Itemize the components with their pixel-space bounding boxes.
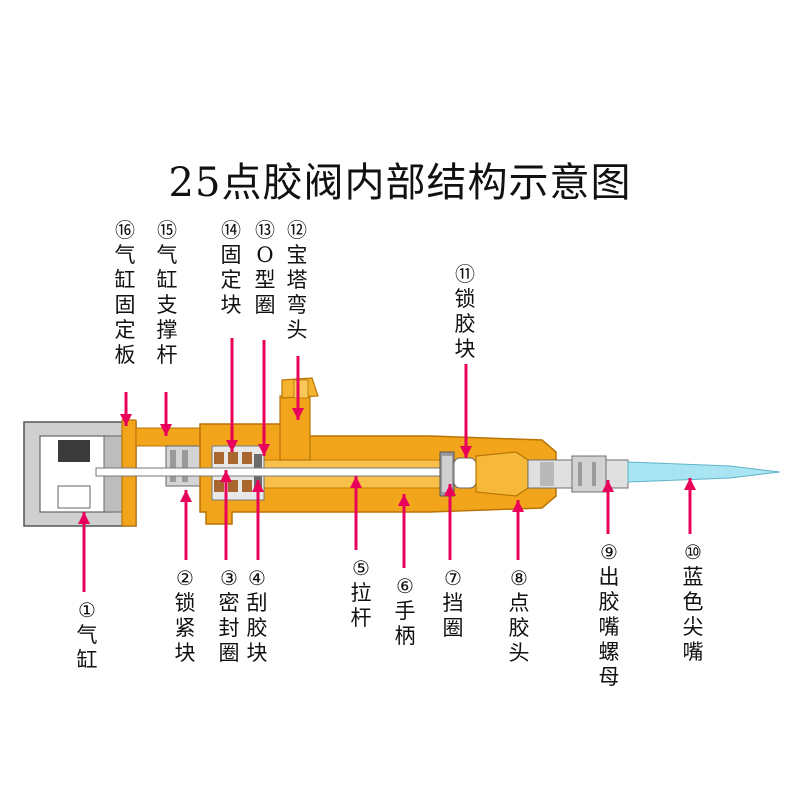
- pull-rod: [95, 467, 457, 477]
- label-15: ⑮ 气缸支撑杆: [156, 218, 178, 367]
- label-5: ⑤ 拉杆: [350, 556, 372, 630]
- diagram-title: 25点胶阀内部结构示意图: [168, 160, 632, 206]
- pointer-arrowhead-13: [258, 444, 270, 456]
- label-11: ⑪ 锁胶块: [454, 262, 476, 361]
- pointer-arrowhead-7: [444, 484, 456, 496]
- label-10: ⑩ 蓝色尖嘴: [682, 540, 704, 664]
- seal-rings: [214, 452, 252, 492]
- label-4: ④ 刮胶块: [246, 566, 268, 665]
- dispensing-head: [475, 451, 529, 497]
- glue-lock-block: [453, 457, 477, 489]
- pointer-arrowhead-3: [220, 470, 232, 482]
- pointer-arrowhead-15: [160, 424, 172, 436]
- label-3: ③ 密封圈: [218, 566, 240, 665]
- pointer-arrowhead-1: [78, 512, 90, 524]
- label-7: ⑦ 挡圈: [442, 566, 464, 640]
- pointer-arrowhead-9: [602, 480, 614, 492]
- label-9: ⑨ 出胶嘴螺母: [598, 540, 620, 689]
- pointer-arrowhead-11: [460, 446, 472, 458]
- label-6: ⑥ 手柄: [394, 574, 416, 648]
- label-2: ② 锁紧块: [174, 566, 196, 665]
- barb-elbow: [279, 377, 319, 461]
- pointer-arrowhead-2: [180, 490, 192, 502]
- label-8: ⑧ 点胶头: [508, 566, 530, 665]
- label-1: ① 气缸: [76, 598, 98, 672]
- pointer-arrows: [78, 338, 696, 592]
- pointer-arrowhead-8: [512, 500, 524, 512]
- label-12: ⑫ 宝塔弯头: [286, 218, 308, 342]
- lock-block: [165, 445, 203, 487]
- pointer-arrowhead-10: [684, 478, 696, 490]
- pointer-arrowhead-14: [226, 440, 238, 452]
- outlet-nozzle-nut: [527, 455, 629, 493]
- label-16: ⑯ 气缸固定板: [114, 218, 136, 367]
- pointer-arrowhead-5: [350, 476, 362, 488]
- pointer-arrowhead-12: [292, 408, 304, 420]
- pointer-arrowhead-16: [120, 414, 132, 426]
- pointer-arrowhead-4: [252, 480, 264, 492]
- blue-tapered-tip: [627, 461, 781, 483]
- pointer-arrowhead-6: [398, 494, 410, 506]
- label-14: ⑭ 固定块: [220, 218, 242, 317]
